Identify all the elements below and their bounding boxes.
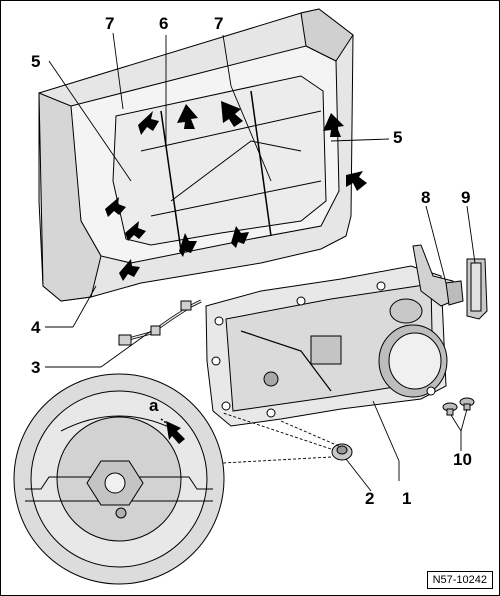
arrow-marker xyxy=(105,197,126,217)
window-motor xyxy=(310,335,342,365)
callout-7-right: 7 xyxy=(214,14,224,33)
callout-7-left: 7 xyxy=(105,14,115,33)
callout-1: 1 xyxy=(402,489,412,508)
callout-a: a xyxy=(149,396,159,415)
arrow-marker xyxy=(138,111,159,135)
arrow-marker xyxy=(179,233,197,257)
arrow-marker xyxy=(221,101,243,127)
callout-5-left: 5 xyxy=(31,52,41,71)
arrow-marker xyxy=(323,113,344,137)
leader-lines xyxy=(45,32,476,492)
callout-4: 4 xyxy=(31,318,41,337)
arrow-marker xyxy=(231,226,249,248)
bracket xyxy=(466,258,488,320)
door-shell xyxy=(38,8,354,302)
callout-8: 8 xyxy=(421,188,431,207)
arrow-markers xyxy=(105,101,367,281)
arrow-marker xyxy=(177,104,198,129)
door-module xyxy=(205,265,448,427)
callout-9: 9 xyxy=(461,188,471,207)
reference-code: N57-10242 xyxy=(426,571,493,589)
sealing-plug xyxy=(331,443,353,461)
callout-5-right: 5 xyxy=(393,128,403,147)
detail-arrow-a xyxy=(160,418,185,444)
arrow-marker xyxy=(125,221,146,241)
callout-2: 2 xyxy=(365,489,375,508)
callout-3: 3 xyxy=(31,358,41,377)
arrow-marker xyxy=(346,171,367,191)
callout-10: 10 xyxy=(453,450,472,469)
callout-6: 6 xyxy=(159,14,169,33)
detail-view xyxy=(13,373,225,585)
screws xyxy=(442,397,475,416)
cable-harness xyxy=(118,299,202,346)
door-lock xyxy=(412,244,464,307)
arrow-marker xyxy=(119,259,140,281)
